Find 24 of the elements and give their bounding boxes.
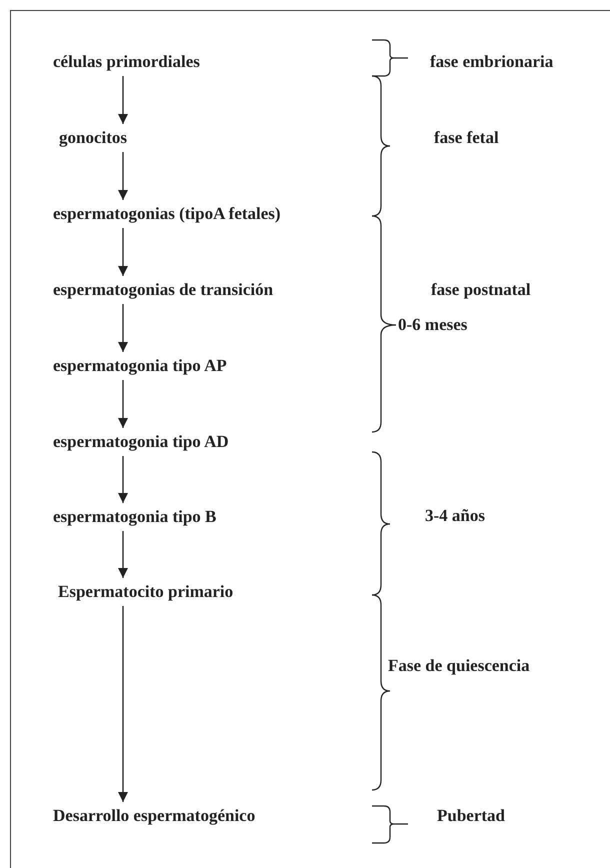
stage-label: espermatogonia tipo AP [53, 356, 227, 376]
arrow [118, 606, 128, 802]
phase-label: Pubertad [437, 806, 505, 826]
phase-label: 3-4 años [425, 506, 485, 526]
stage-label: espermatogonias (tipoA fetales) [53, 204, 281, 224]
phase-label: fase postnatal [431, 280, 531, 300]
arrow [118, 228, 128, 276]
arrow [118, 304, 128, 352]
stage-label: espermatogonia tipo B [53, 507, 216, 527]
arrow [118, 531, 128, 578]
stage-label: espermatogonia tipo AD [53, 432, 229, 452]
phase-label: 0-6 meses [398, 315, 468, 335]
stage-label: Espermatocito primario [58, 582, 234, 602]
stage-label: espermatogonias de transición [53, 280, 274, 300]
arrow [118, 152, 128, 200]
phase-label: fase fetal [434, 128, 499, 148]
arrow [118, 380, 128, 428]
stage-label: gonocitos [59, 128, 127, 148]
stage-label: células primordiales [53, 52, 200, 72]
arrow [118, 456, 128, 503]
arrow [118, 76, 128, 124]
stage-label: Desarrollo espermatogénico [53, 806, 256, 826]
phase-label: fase embrionaria [430, 52, 554, 72]
phase-label: Fase de quiescencia [388, 656, 530, 676]
